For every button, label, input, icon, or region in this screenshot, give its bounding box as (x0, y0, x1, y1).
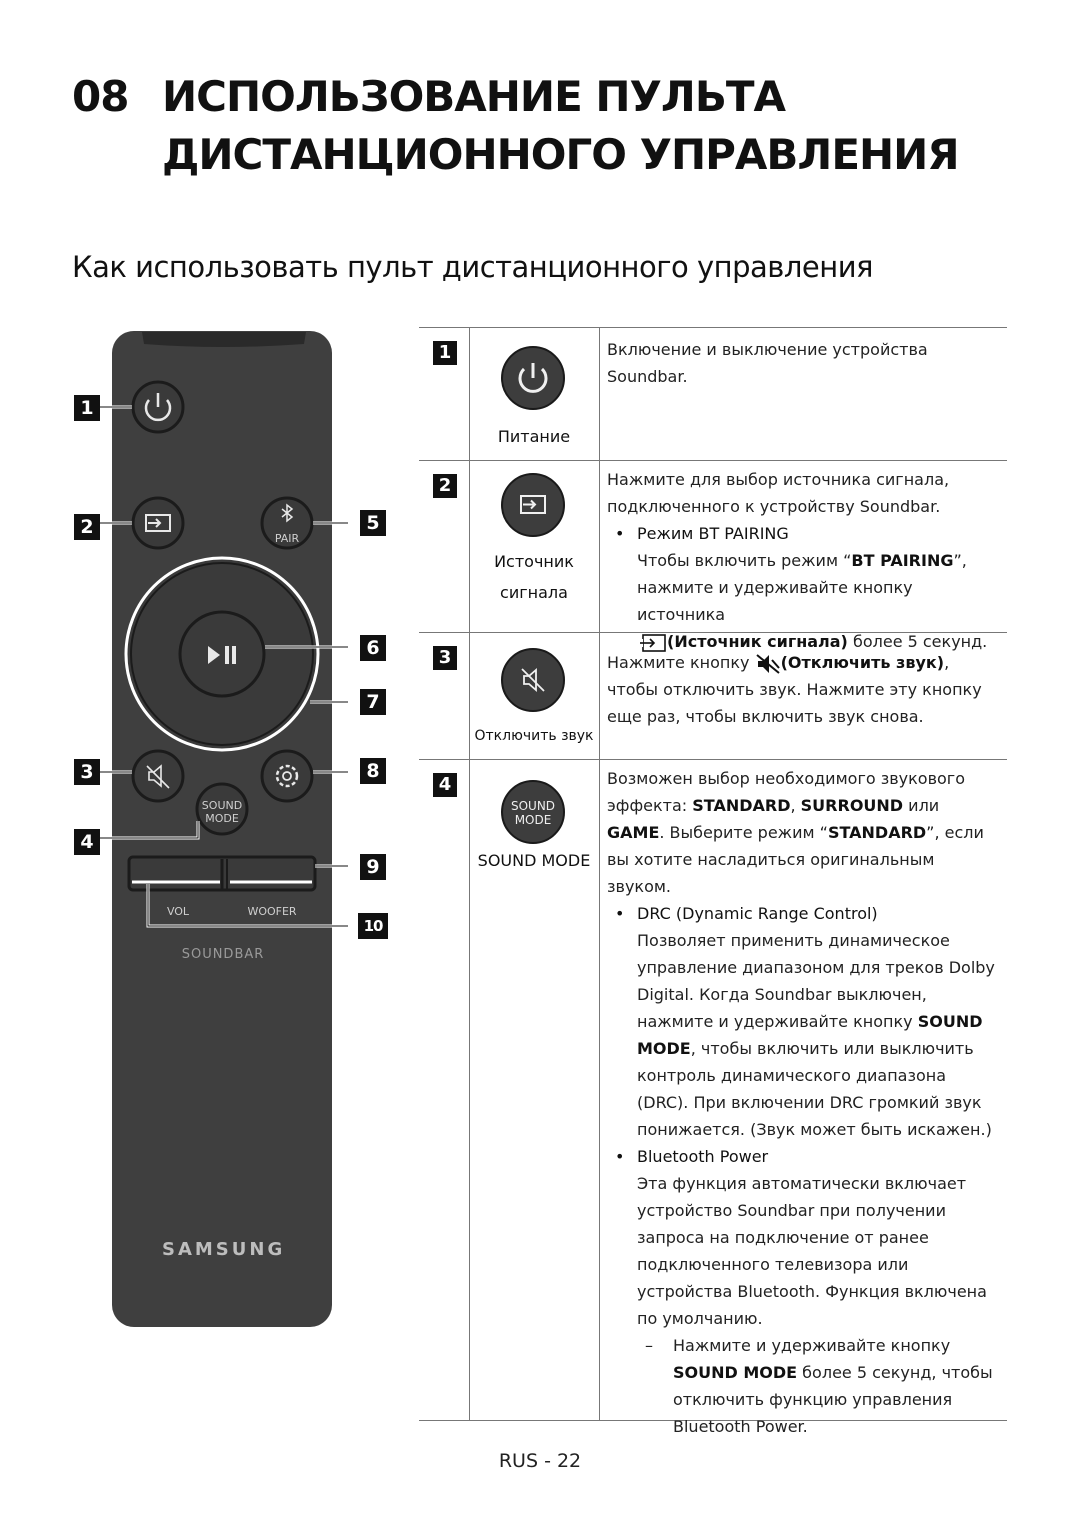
function-table: 1 Питание Включение и выключение устройс… (419, 327, 1007, 1436)
mute-icon (501, 648, 565, 712)
bluetooth-power-note: Нажмите и удерживайте кнопку SOUND MODE … (607, 1332, 1001, 1440)
row-number: 3 (433, 646, 457, 670)
page-footer: RUS - 22 (498, 1450, 582, 1472)
mute-caption: Отключить звук (474, 728, 594, 744)
callout-5: 5 (360, 510, 386, 536)
vol-label: VOL (166, 905, 190, 918)
woofer-label: WOOFER (247, 905, 297, 918)
sound-mode-caption: SOUND MODE (477, 851, 591, 870)
callout-2: 2 (74, 514, 100, 540)
callout-10: 10 (358, 913, 388, 939)
mute-icon (755, 653, 780, 674)
source-icon (639, 633, 666, 652)
samsung-logo: SAMSUNG (162, 1239, 286, 1260)
source-icon (501, 473, 565, 537)
source-caption-line-1: Источник (494, 552, 574, 571)
chapter-number: 08 (72, 72, 129, 121)
source-caption-line-2: сигнала (500, 583, 568, 602)
table-row: 3 Отключить звук Нажмите кнопку (Отключи… (419, 632, 1007, 759)
callout-3: 3 (74, 759, 100, 785)
callout-4: 4 (74, 829, 100, 855)
row-description: Возможен выбор необходимого звукового эф… (607, 769, 984, 896)
bt-pairing-text: Чтобы включить режим “BT PAIRING”, нажми… (637, 551, 988, 652)
row-number: 2 (433, 474, 457, 498)
callout-8: 8 (360, 758, 386, 784)
power-caption: Питание (497, 427, 571, 446)
callout-9: 9 (360, 854, 386, 880)
row-number: 1 (433, 341, 457, 365)
chapter-title-line-2: ДИСТАНЦИОННОГО УПРАВЛЕНИЯ (162, 130, 960, 179)
pair-label: PAIR (274, 532, 300, 545)
callout-7: 7 (360, 689, 386, 715)
bluetooth-power-text: Эта функция автоматически включает устро… (637, 1174, 987, 1328)
chapter-title: 08 ИСПОЛЬЗОВАНИЕ ПУЛЬТА ДИСТАНЦИОННОГО У… (72, 68, 960, 184)
soundbar-label: SOUNDBAR (181, 947, 265, 962)
sound-label: SOUND (201, 799, 243, 812)
section-title: Как использовать пульт дистанционного уп… (72, 250, 874, 284)
remote-illustration: PAIR SOUND MODE VOL WOOFER SOUNDBAR SAMS… (60, 320, 420, 1340)
bt-pairing-title: Режим BT PAIRING (607, 520, 1001, 547)
power-icon (501, 346, 565, 410)
callout-1: 1 (74, 395, 100, 421)
row-number: 4 (433, 773, 457, 797)
table-row: 2 Источник сигнала Нажмите для выбор ист… (419, 460, 1007, 652)
callout-6: 6 (360, 635, 386, 661)
remote-body (100, 331, 348, 1327)
chapter-title-line-1: ИСПОЛЬЗОВАНИЕ ПУЛЬТА (162, 72, 786, 121)
drc-title: DRC (Dynamic Range Control) (607, 900, 1001, 927)
row-description: Нажмите для выбор источника сигнала, под… (607, 470, 950, 516)
table-row: 1 Питание Включение и выключение устройс… (419, 327, 1007, 460)
bluetooth-power-title: Bluetooth Power (607, 1143, 1001, 1170)
mode-label: MODE (205, 812, 239, 825)
drc-text: Позволяет применить динамическое управле… (637, 931, 995, 1139)
row-description: Включение и выключение устройства Soundb… (607, 340, 928, 386)
